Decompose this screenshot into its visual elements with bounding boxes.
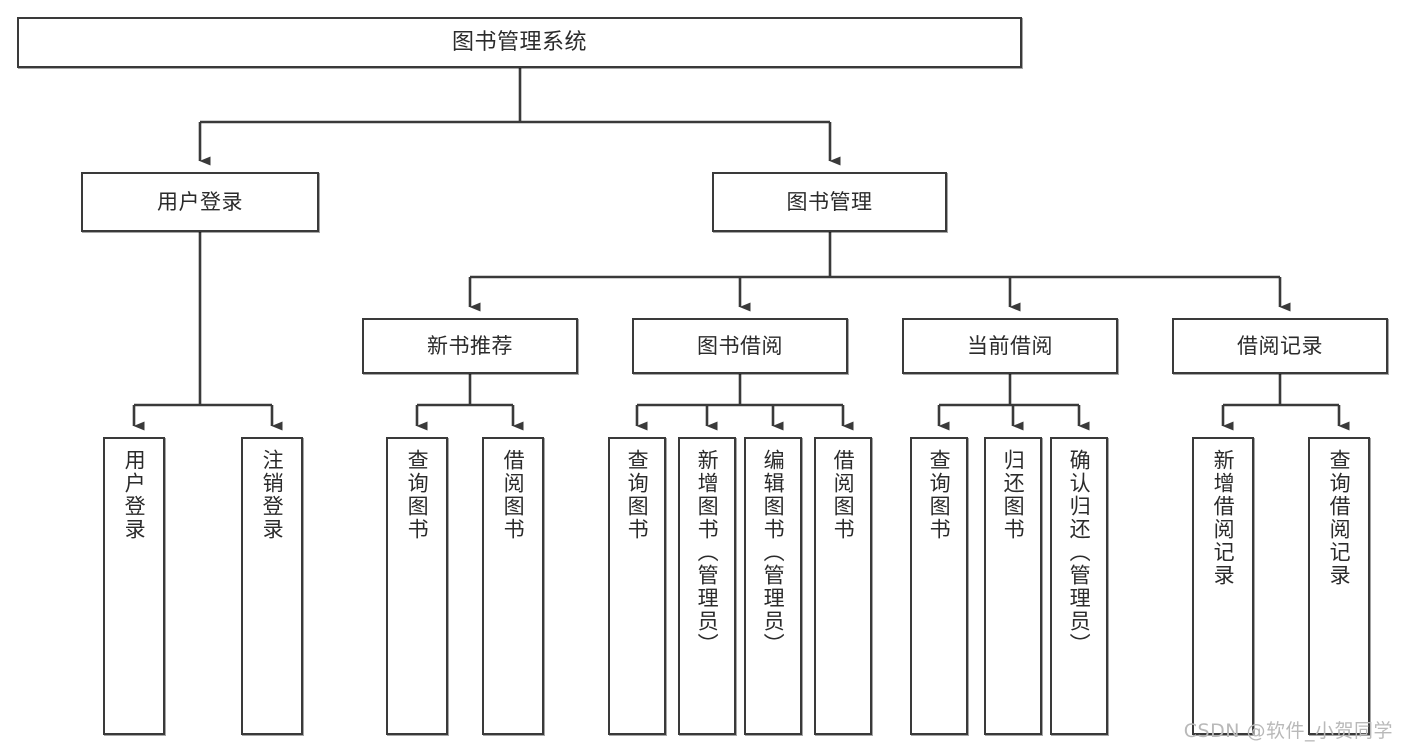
node-leaf-query-book-current[interactable]: 查询图书 (910, 437, 968, 735)
node-leaf-add-book-admin-label: 新增图书（管理员） (695, 449, 720, 656)
node-leaf-query-borrow-record-label: 查询借阅记录 (1327, 449, 1352, 587)
node-leaf-add-borrow-record-label: 新增借阅记录 (1211, 449, 1236, 587)
node-leaf-query-book-rec[interactable]: 查询图书 (386, 437, 448, 735)
node-leaf-add-book-admin[interactable]: 新增图书（管理员） (678, 437, 736, 735)
node-leaf-edit-book-admin[interactable]: 编辑图书（管理员） (744, 437, 802, 735)
node-leaf-query-book-borrow[interactable]: 查询图书 (608, 437, 666, 735)
node-book-borrow-label: 图书借阅 (697, 333, 783, 358)
node-leaf-borrow-book-rec[interactable]: 借阅图书 (482, 437, 544, 735)
node-user-login[interactable]: 用户登录 (81, 172, 319, 232)
node-leaf-user-logout-label: 注销登录 (260, 449, 285, 541)
node-borrow-record[interactable]: 借阅记录 (1172, 318, 1388, 374)
node-leaf-confirm-return-admin-label: 确认归还（管理员） (1067, 449, 1092, 656)
node-leaf-user-login-label: 用户登录 (122, 449, 147, 541)
node-leaf-borrow-book-label: 借阅图书 (831, 449, 856, 541)
node-leaf-return-book[interactable]: 归还图书 (984, 437, 1042, 735)
node-leaf-borrow-book[interactable]: 借阅图书 (814, 437, 872, 735)
node-leaf-query-book-borrow-label: 查询图书 (625, 449, 650, 541)
watermark-text: CSDN @软件_小贺同学 (1183, 720, 1393, 742)
node-root-label: 图书管理系统 (451, 29, 587, 55)
node-root[interactable]: 图书管理系统 (17, 17, 1022, 68)
node-leaf-confirm-return-admin[interactable]: 确认归还（管理员） (1050, 437, 1108, 735)
node-leaf-user-login[interactable]: 用户登录 (103, 437, 165, 735)
node-book-manage[interactable]: 图书管理 (712, 172, 947, 232)
node-new-book-rec-label: 新书推荐 (427, 333, 513, 358)
node-book-manage-label: 图书管理 (786, 189, 873, 214)
node-leaf-user-logout[interactable]: 注销登录 (241, 437, 303, 735)
node-leaf-query-borrow-record[interactable]: 查询借阅记录 (1308, 437, 1370, 735)
node-leaf-query-book-current-label: 查询图书 (927, 449, 952, 541)
node-book-borrow[interactable]: 图书借阅 (632, 318, 848, 374)
node-leaf-return-book-label: 归还图书 (1001, 449, 1026, 541)
node-current-borrow[interactable]: 当前借阅 (902, 318, 1118, 374)
node-leaf-borrow-book-rec-label: 借阅图书 (501, 449, 526, 541)
node-new-book-rec[interactable]: 新书推荐 (362, 318, 578, 374)
node-leaf-add-borrow-record[interactable]: 新增借阅记录 (1192, 437, 1254, 735)
node-leaf-query-book-rec-label: 查询图书 (405, 449, 430, 541)
node-leaf-edit-book-admin-label: 编辑图书（管理员） (761, 449, 786, 656)
node-borrow-record-label: 借阅记录 (1237, 333, 1323, 358)
node-current-borrow-label: 当前借阅 (967, 333, 1053, 358)
node-user-login-label: 用户登录 (157, 189, 243, 214)
